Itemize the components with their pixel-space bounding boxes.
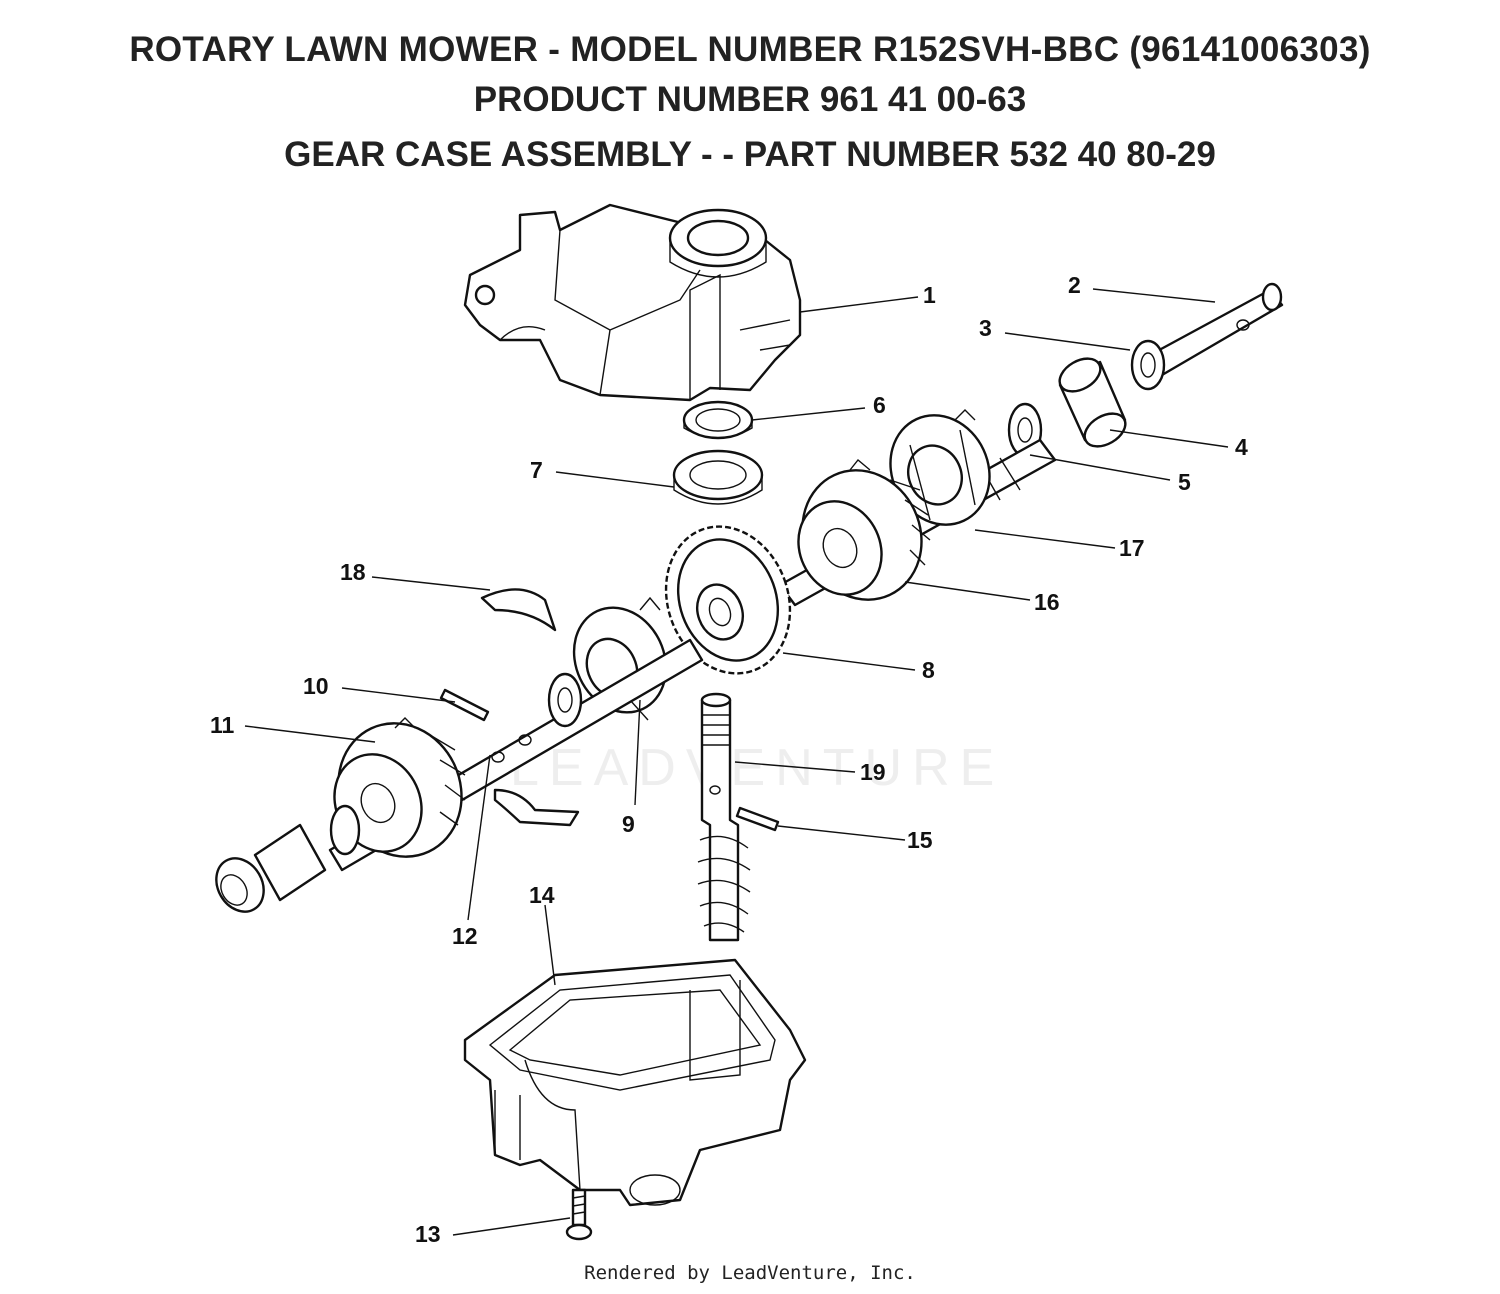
callout-9: 9 bbox=[622, 811, 635, 837]
left-shaft-end-bushing[interactable] bbox=[207, 804, 361, 920]
part-11-drive-pulley[interactable] bbox=[317, 703, 483, 877]
callout-16: 16 bbox=[1034, 589, 1060, 615]
watermark-text: LEADVENTURE bbox=[510, 739, 1004, 797]
callout-14: 14 bbox=[529, 882, 555, 908]
callout-3: 3 bbox=[979, 315, 992, 341]
left-shaft-washer[interactable] bbox=[547, 672, 583, 728]
callout-7: 7 bbox=[530, 457, 543, 483]
part-4-bushing[interactable] bbox=[1054, 352, 1131, 453]
title-assembly-part-number: GEAR CASE ASSEMBLY - - PART NUMBER 532 4… bbox=[284, 135, 1216, 174]
callout-13: 13 bbox=[415, 1221, 441, 1247]
part-8-gear[interactable] bbox=[646, 509, 810, 691]
part-14-lower-housing[interactable] bbox=[463, 958, 807, 1207]
callout-12: 12 bbox=[452, 923, 478, 949]
callout-5: 5 bbox=[1178, 469, 1191, 495]
callout-1: 1 bbox=[923, 282, 936, 308]
part-7-bearing[interactable] bbox=[672, 449, 764, 505]
part-10-pin[interactable] bbox=[439, 688, 490, 722]
callout-15: 15 bbox=[907, 827, 933, 853]
title-product-number: PRODUCT NUMBER 961 41 00-63 bbox=[473, 80, 1027, 119]
part-18-shoe-lower[interactable] bbox=[493, 788, 580, 827]
callout-4: 4 bbox=[1235, 434, 1248, 460]
callout-18: 18 bbox=[340, 559, 366, 585]
callout-2: 2 bbox=[1068, 272, 1081, 298]
part-1-upper-housing[interactable] bbox=[463, 203, 802, 402]
part-15-pin[interactable] bbox=[735, 806, 780, 832]
part-16-drive-pulley[interactable] bbox=[782, 451, 943, 620]
callout-6: 6 bbox=[873, 392, 886, 418]
part-18-shoe[interactable] bbox=[480, 588, 557, 632]
part-3-washer[interactable] bbox=[1130, 339, 1166, 391]
part-17-clutch-dog[interactable] bbox=[873, 399, 1007, 541]
part-19-worm-shaft[interactable] bbox=[697, 692, 751, 942]
callout-19: 19 bbox=[860, 759, 886, 785]
title-model-number: ROTARY LAWN MOWER - MODEL NUMBER R152SVH… bbox=[129, 30, 1371, 69]
footer-credit: Rendered by LeadVenture, Inc. bbox=[584, 1262, 916, 1284]
leader-lines bbox=[244, 288, 1229, 1236]
part-6-bearing[interactable] bbox=[682, 400, 754, 440]
callout-numbers: 1 2 3 4 5 6 7 8 9 10 11 12 13 14 15 16 1… bbox=[210, 272, 1248, 1247]
callout-8: 8 bbox=[922, 657, 935, 683]
callout-17: 17 bbox=[1119, 535, 1145, 561]
callout-11: 11 bbox=[210, 712, 235, 738]
part-13-screw[interactable] bbox=[565, 1188, 593, 1241]
callout-10: 10 bbox=[303, 673, 329, 699]
